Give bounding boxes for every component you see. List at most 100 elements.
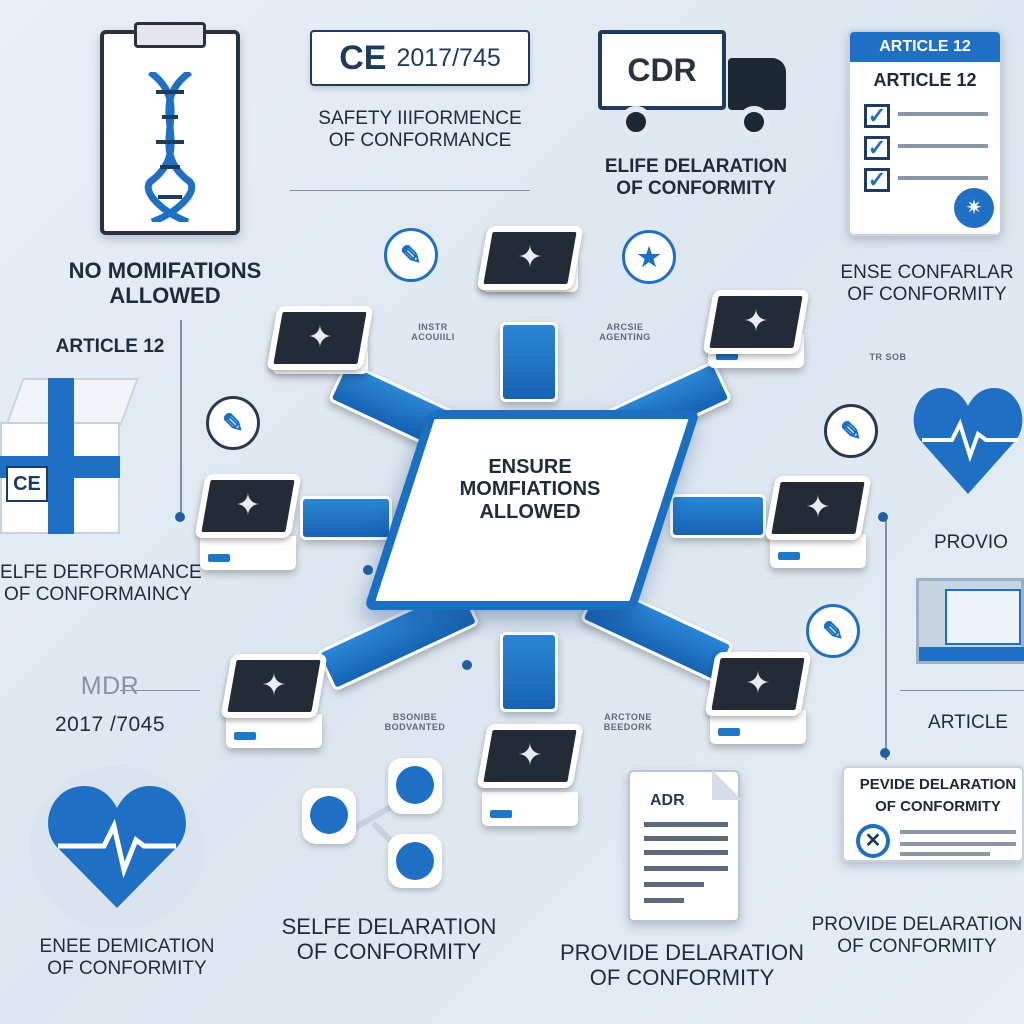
- beam-bottom: [500, 632, 558, 712]
- no-modifications-label: NO MOMIFATIONS ALLOWED: [40, 258, 290, 309]
- performance-line1: ELFE DERFORMANCE: [0, 562, 202, 583]
- molecule-node-inner: [396, 842, 434, 880]
- no-mods-line1: NO MOMIFATIONS: [68, 258, 262, 283]
- beam-right: [670, 494, 766, 538]
- connector-dot: [880, 748, 890, 758]
- node-star-icon: ✦: [745, 667, 771, 700]
- center-title-line1: ENSURE: [488, 456, 572, 478]
- small-label: ARCTONE BEEDORK: [603, 712, 653, 733]
- truck-wheel: [620, 106, 652, 138]
- doc-corner: [712, 770, 742, 800]
- node-star-icon: ✦: [261, 669, 287, 702]
- adr-document: ADR: [628, 770, 742, 922]
- heart-icon: [48, 786, 186, 908]
- mdr-label: MDR 2017 /7045: [40, 672, 180, 737]
- small-label: INSTR ACOUIILI: [411, 322, 455, 343]
- divider-right: [885, 520, 887, 760]
- molecule-node: [388, 834, 442, 888]
- truck-cab: [728, 58, 786, 110]
- provide-line1: PROVIDE DELARATION: [559, 940, 805, 965]
- tool-icon: ✎: [384, 228, 438, 282]
- provide-right-line1: PROVIDE DELARATION: [811, 914, 1023, 935]
- article-header-text: ARTICLE 12: [879, 38, 971, 55]
- ense-line1: ENSE CONFARLAR: [840, 262, 1014, 283]
- card-line: [900, 830, 1016, 834]
- molecule-icon: [302, 758, 452, 888]
- article-card-title: ARTICLE 12: [873, 70, 977, 90]
- clipboard-clip: [134, 22, 206, 48]
- elife-declaration-label: ELIFE DELARATION OF CONFORMITY: [576, 156, 816, 200]
- node-base: [200, 536, 296, 570]
- molecule-node: [388, 758, 442, 814]
- checkbox-icon: ✓: [864, 168, 890, 192]
- provide-declaration-label: PROVIDE DELARATION OF CONFORMITY: [552, 940, 812, 991]
- molecule-node-inner: [396, 766, 434, 804]
- node-star-icon: ✦: [235, 489, 261, 522]
- monitor-stand: [919, 647, 1024, 661]
- decl-card-line1: PEVIDE DELARATION: [859, 776, 1017, 793]
- no-mods-line2: ALLOWED: [109, 283, 221, 309]
- beam-left: [300, 496, 392, 540]
- truck-wheel: [738, 106, 770, 138]
- monitor-icon: [916, 578, 1024, 664]
- elife-line1: ELIFE DELARATION: [604, 156, 788, 177]
- ce-box-label: CE: [6, 466, 48, 502]
- ce-mark: CE: [339, 38, 387, 77]
- truck-cargo: CDR: [598, 30, 726, 110]
- molecule-node: [302, 788, 356, 844]
- adr-text: ADR: [650, 792, 685, 809]
- selfe-declaration-label: SELFE DELARATION OF CONFORMITY: [272, 914, 506, 965]
- card-line: [900, 852, 990, 856]
- card-line: [898, 176, 988, 180]
- declaration-card: PEVIDE DELARATION OF CONFORMITY ✕: [842, 766, 1024, 862]
- ce-code: 2017/745: [396, 43, 501, 72]
- mdr-line1: MDR: [80, 672, 140, 700]
- card-line: [898, 112, 988, 116]
- card-line: [898, 144, 988, 148]
- heart-icon: [913, 388, 1023, 494]
- safety-line2: OF CONFORMANCE: [328, 129, 512, 151]
- provide-declaration-right-label: PROVIDE DELARATION OF CONFORMITY: [810, 914, 1024, 958]
- node-star-icon: ✦: [517, 739, 543, 772]
- connector-dot: [363, 565, 373, 575]
- doc-line: [644, 866, 728, 871]
- elife-line2: OF CONFORMITY: [616, 177, 776, 199]
- star-badge-icon: ★: [622, 230, 676, 284]
- center-title-line2: MOMFIATIONS: [459, 478, 601, 501]
- seal-icon: ✷: [954, 188, 994, 228]
- decl-card-line2: OF CONFORMITY: [875, 798, 1001, 815]
- node-base: [482, 792, 578, 826]
- node-star-icon: ✦: [307, 321, 333, 354]
- ce-badge: CE 2017/745: [310, 30, 530, 86]
- provide-line2: OF CONFORMITY: [589, 965, 775, 991]
- beam-top: [500, 322, 558, 402]
- doc-line: [644, 836, 728, 841]
- selfe-line1: SELFE DELARATION: [281, 914, 497, 939]
- pen-icon: ✎: [824, 404, 878, 458]
- enee-demication-label: ENEE DEMICATION OF CONFORMITY: [10, 936, 244, 980]
- article-12-card: ARTICLE 12 ARTICLE 12 ✓ ✓ ✓ ✷: [848, 30, 1002, 236]
- divider-article-right: [900, 690, 1024, 691]
- x-circle-icon: ✕: [856, 824, 890, 858]
- small-label: BSONIBE BODVANTED: [384, 712, 446, 733]
- mdr-line2: 2017 /7045: [54, 712, 166, 736]
- provide-right-line2: OF CONFORMITY: [837, 935, 997, 957]
- connector-dot: [462, 660, 472, 670]
- wrench-icon: ✎: [206, 396, 260, 450]
- ce-box-mark: CE: [13, 473, 41, 495]
- ce-box: CE: [0, 378, 142, 538]
- center-title: ENSURE MOMFIATIONS ALLOWED: [410, 456, 650, 523]
- connector-dot: [878, 512, 888, 522]
- cdr-text: CDR: [627, 51, 697, 88]
- safety-conformance-label: SAFETY IIIFORMENCE OF CONFORMANCE: [290, 108, 550, 152]
- divider-mdr: [120, 690, 200, 691]
- checkbox-icon: ✓: [864, 104, 890, 128]
- selfe-line2: OF CONFORMITY: [296, 939, 482, 965]
- performance-conformity-label: ELFE DERFORMANCE OF CONFORMAINCY: [0, 562, 202, 606]
- divider-left: [180, 320, 182, 520]
- doc-line: [644, 850, 728, 855]
- article-right-label: ARTICLE: [928, 712, 1008, 733]
- node-base: [226, 714, 322, 748]
- node-star-icon: ✦: [743, 305, 769, 338]
- center-title-line3: ALLOWED: [479, 500, 581, 523]
